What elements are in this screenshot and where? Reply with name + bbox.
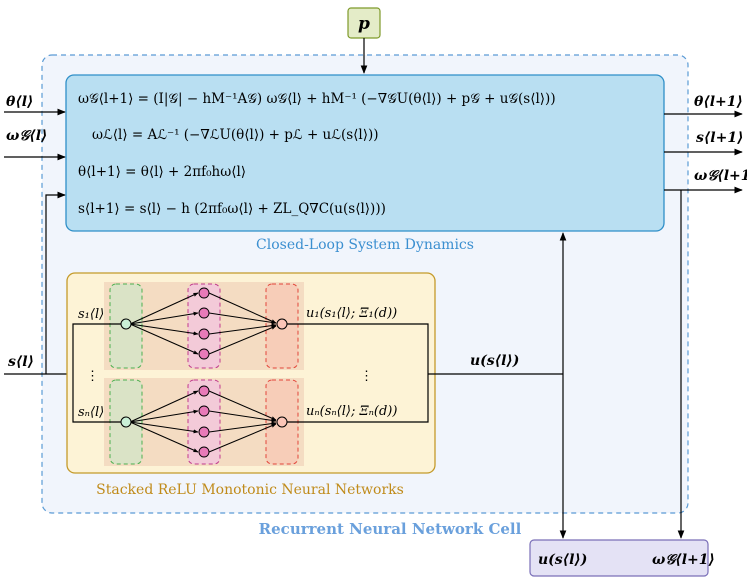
sn-label: sₙ⟨l⟩ — [78, 405, 104, 420]
s-input-label: s⟨l⟩ — [8, 354, 34, 370]
s1-label: s₁⟨l⟩ — [78, 307, 104, 322]
un-label: uₙ(sₙ⟨l⟩; Ξₙ(d)) — [306, 404, 397, 419]
relu-nodes-1 — [198, 287, 210, 360]
dynamics-equation-1: ω𝒢⟨l+1⟩ = (I|𝒢| − hM⁻¹A𝒢) ω𝒢⟨l⟩ + hM⁻¹ (… — [78, 91, 556, 107]
neural-networks-title: Stacked ReLU Monotonic Neural Networks — [96, 482, 404, 498]
u-s-label: u(s⟨l⟩) — [470, 353, 519, 369]
dynamics-equation-4: s⟨l+1⟩ = s⟨l⟩ − h (2πf₀ω⟨l⟩ + ZL_Q∇C(u(s… — [78, 201, 386, 217]
output-node-n — [276, 416, 288, 428]
dynamics-title: Closed-Loop System Dynamics — [256, 237, 474, 253]
dynamics-box — [65, 74, 665, 232]
input-node-1 — [120, 318, 132, 330]
dynamics-equation-2: ωℒ⟨l⟩ = Aℒ⁻¹ (−∇ℒU(θ⟨l⟩) + pℒ + uℒ(s⟨l⟩)… — [92, 127, 379, 143]
left-dots: ⋮ — [86, 369, 99, 384]
input-node-n — [120, 416, 132, 428]
s-output-label: s⟨l+1⟩ — [696, 130, 743, 146]
bottom-output-box — [529, 539, 709, 577]
u1-label: u₁(s₁⟨l⟩; Ξ₁(d)) — [306, 306, 397, 321]
relu-nodes-n — [198, 385, 210, 458]
theta-input-label: θ⟨l⟩ — [6, 94, 33, 110]
rnn-cell-title: Recurrent Neural Network Cell — [259, 520, 522, 538]
bottom-u-s: u(s⟨l⟩) — [538, 552, 587, 568]
omega-input-label: ω𝒢⟨l⟩ — [6, 128, 47, 144]
dynamics-equation-3: θ⟨l+1⟩ = θ⟨l⟩ + 2πf₀hω⟨l⟩ — [78, 164, 246, 180]
p-label: p — [358, 14, 370, 34]
omega-output-label: ω𝒢⟨l+1⟩ — [694, 168, 747, 184]
output-node-1 — [276, 318, 288, 330]
bottom-omega: ω𝒢⟨l+1⟩ — [652, 552, 715, 568]
right-dots: ⋮ — [360, 369, 373, 384]
theta-output-label: θ⟨l+1⟩ — [694, 94, 743, 110]
